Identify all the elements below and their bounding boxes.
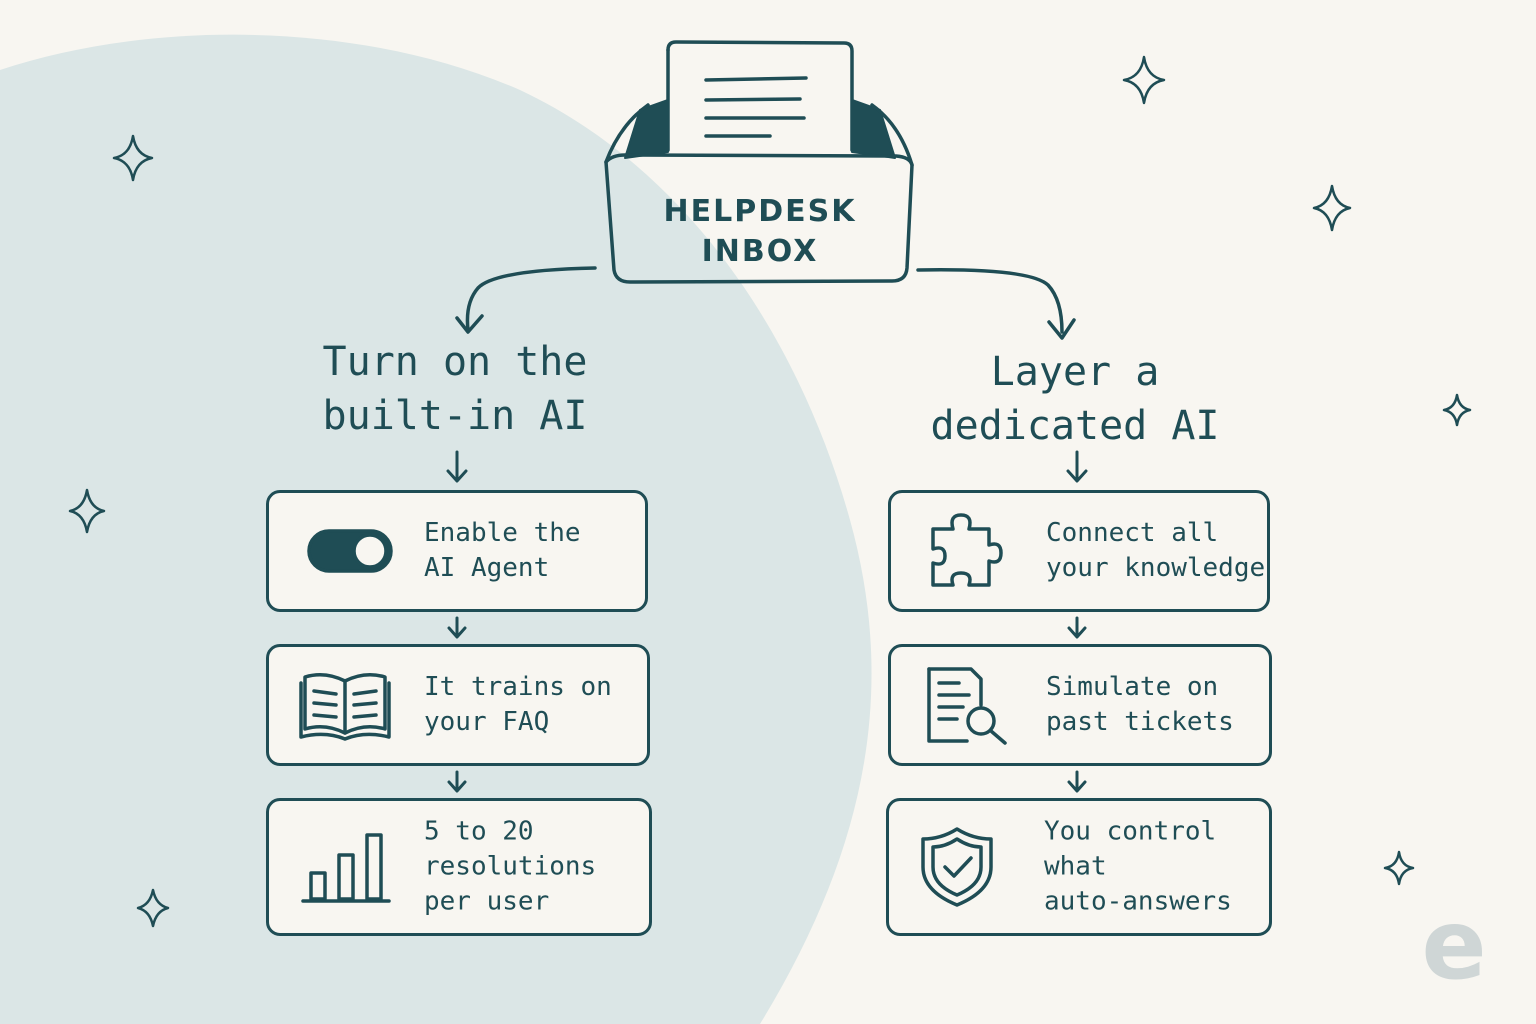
bar-chart-icon: [301, 833, 391, 903]
left-branch-title: Turn on the built-in AI: [322, 339, 588, 439]
step-resolutions-per-user: 5 to 20 resolutions per user: [266, 798, 652, 936]
branch-arrow-left: [455, 266, 597, 334]
sparkle-icon: [1383, 850, 1415, 886]
puzzle-icon: [931, 513, 1003, 587]
step-text: Simulate on past tickets: [1046, 672, 1234, 737]
step-text: 5 to 20 resolutions per user: [424, 816, 597, 917]
step-trains-on-faq: It trains on your FAQ: [266, 644, 650, 766]
step-text: It trains on your FAQ: [424, 672, 612, 737]
sparkle-icon: [112, 134, 154, 182]
sparkle-icon: [136, 888, 170, 928]
shield-check-icon: [921, 827, 993, 907]
down-arrow: [1067, 616, 1087, 639]
down-arrow: [1066, 450, 1088, 483]
step-text: Connect all your knowledge: [1046, 518, 1266, 583]
inbox-label: HELPDESK INBOX: [640, 192, 880, 272]
down-arrow: [446, 450, 468, 483]
step-you-control-auto-answers: You control what auto-answers: [886, 798, 1272, 936]
branch-arrow-right: [916, 268, 1076, 340]
sparkle-icon: [68, 488, 106, 534]
inbox-label-line2: INBOX: [701, 234, 819, 269]
brand-logo: e: [1421, 889, 1487, 1001]
open-book-icon: [299, 673, 391, 741]
inbox-label-line1: HELPDESK: [663, 194, 857, 229]
document-search-icon: [927, 667, 1007, 745]
step-text: You control what auto-answers: [1044, 816, 1232, 917]
step-text: Enable the AI Agent: [424, 518, 581, 583]
down-arrow: [1067, 770, 1087, 793]
sparkle-icon: [1312, 184, 1352, 232]
step-connect-knowledge: Connect all your knowledge: [888, 490, 1270, 612]
step-enable-ai-agent: Enable the AI Agent: [266, 490, 648, 612]
down-arrow: [447, 616, 467, 639]
right-branch-title: Layer a dedicated AI: [930, 349, 1220, 449]
down-arrow: [447, 770, 467, 793]
step-simulate-past-tickets: Simulate on past tickets: [888, 644, 1272, 766]
toggle-icon: [307, 529, 393, 573]
sparkle-icon: [1442, 393, 1472, 427]
sparkle-icon: [1122, 55, 1166, 105]
